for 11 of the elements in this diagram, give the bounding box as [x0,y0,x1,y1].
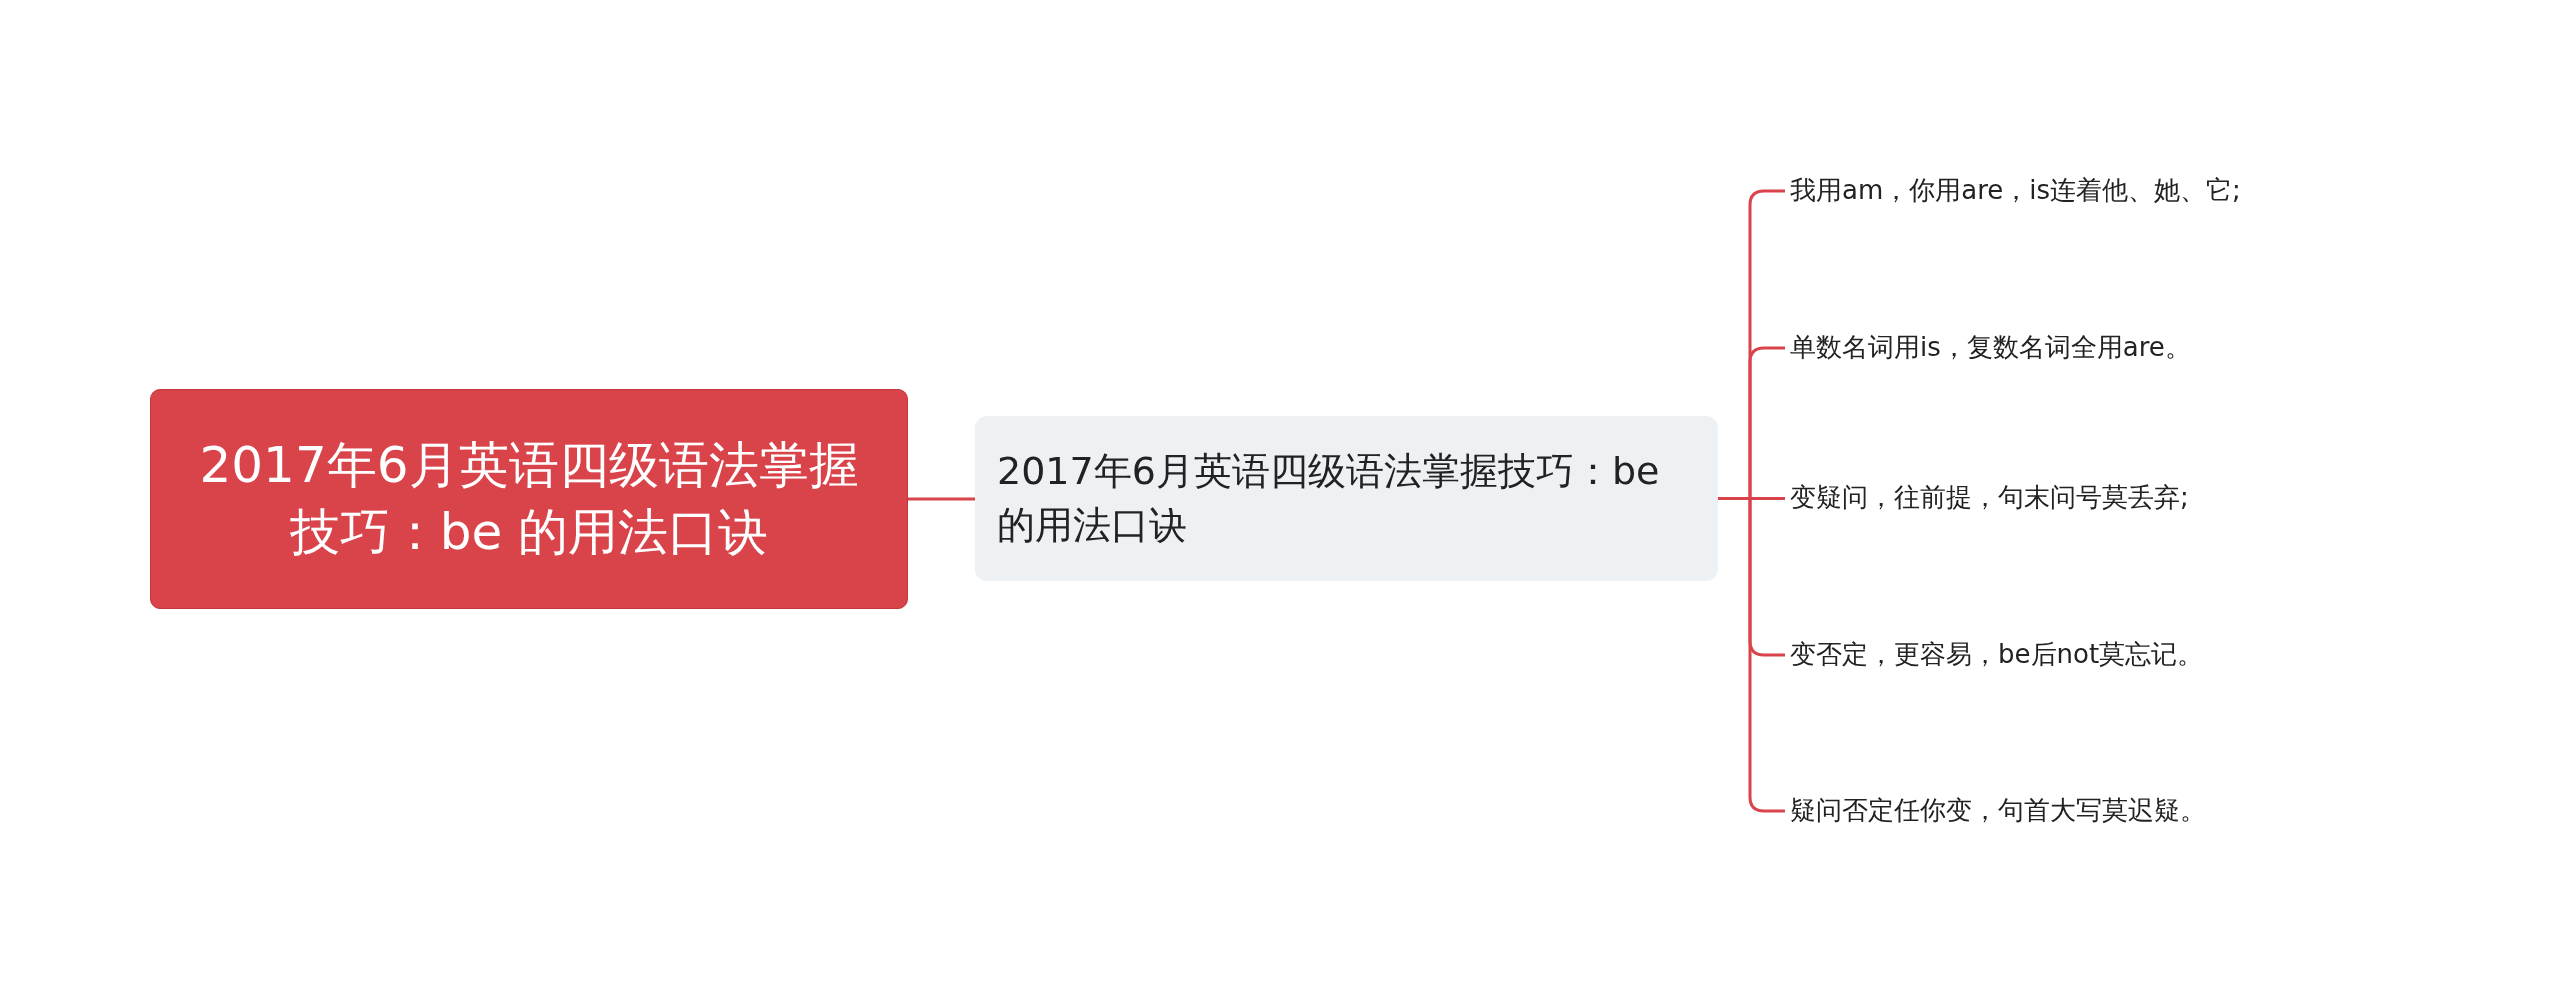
root-topic-box [150,389,908,609]
subtopic-text: 变否定，更容易，be后not莫忘记。 [1790,638,2204,672]
subtopic-text: 单数名词用is，复数名词全用are。 [1790,331,2191,365]
topic-text: 2017年6月英语四级语法掌握技巧：be 的用法口诀 [198,434,860,563]
connector-line [908,497,975,501]
topic-box [975,416,1718,581]
subtopic-text: 我用am，你用are，is连着他、她、它; [1790,174,2241,208]
subtopic-text: 变疑问，往前提，句末问号莫丢弃; [1790,481,2189,515]
subtopic-text: 疑问否定任你变，句首大写莫迟疑。 [1790,794,2206,828]
connector-line [1718,497,1785,813]
topic-text: 2017年6月英语四级语法掌握技巧：be的用法口诀 [997,448,1661,549]
